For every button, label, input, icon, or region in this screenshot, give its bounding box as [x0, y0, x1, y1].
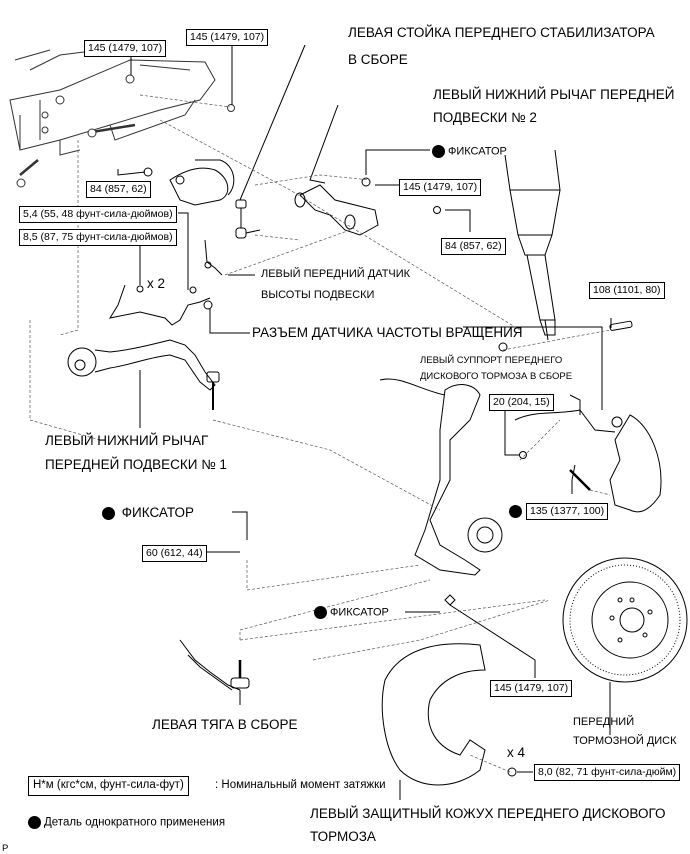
stabilizer-bar: [143, 159, 235, 206]
subframe: [9, 49, 235, 188]
height-sensor-label-line2: ВЫСОТЫ ПОДВЕСКИ: [261, 289, 375, 301]
torque-dust-cover-bolt: 8,0 (82, 71 фунт-сила-дюйм): [534, 764, 681, 781]
torque-subframe-1: 145 (1479, 107): [84, 40, 167, 57]
lower-arm-2-label-line1: ЛЕВЫЙ НИЖНИЙ РЫЧАГ ПЕРЕДНЕЙ: [433, 87, 675, 102]
torque-arm1-nut: 60 (612, 44): [142, 545, 207, 562]
torque-tie-rod-nut: 145 (1479, 107): [490, 680, 573, 697]
brake-caliper: [514, 394, 662, 513]
single-use-dot-icon: [314, 606, 327, 619]
corner-mark: P: [2, 843, 9, 854]
stabilizer-link-label-line1: ЛЕВАЯ СТОЙКА ПЕРЕДНЕГО СТАБИЛИЗАТОРА: [348, 25, 655, 40]
torque-caliper-bolt: 135 (1377, 100): [526, 503, 609, 520]
caliper-label-line2: ДИСКОВОГО ТОРМОЗА В СБОРЕ: [420, 371, 573, 382]
brake-disc-label-line2: ТОРМОЗНОЙ ДИСК: [573, 735, 677, 747]
single-use-dot-icon: [28, 816, 41, 829]
caliper-label-line1: ЛЕВЫЙ СУППОРТ ПЕРЕДНЕГО: [420, 355, 563, 366]
torque-stabilizer-nut: 84 (857, 62): [86, 181, 151, 198]
stabilizer-link-label-line2: В СБОРЕ: [348, 52, 408, 67]
single-use-dot-icon: [432, 145, 445, 158]
speed-sensor-connector-label: РАЗЪЕМ ДАТЧИКА ЧАСТОТЫ ВРАЩЕНИЯ: [252, 325, 523, 340]
leader-lines: [117, 44, 612, 800]
brake-disc-label-line1: ПЕРЕДНИЙ: [573, 716, 635, 728]
guide-lines: [29, 94, 611, 773]
quantity-x4-label: x 4: [507, 745, 526, 760]
torque-sensor-bolt-1: 5,4 (55, 48 фунт-сила-дюймов): [19, 206, 177, 223]
torque-subframe-2: 145 (1479, 107): [186, 29, 269, 46]
tie-rod-end: [179, 639, 250, 691]
lower-arm-1-label-line1: ЛЕВЫЙ НИЖНИЙ РЫЧАГ: [45, 433, 209, 448]
tie-rod-label: ЛЕВАЯ ТЯГА В СБОРЕ: [152, 717, 298, 732]
legend-single-use: Деталь однократного применения: [28, 816, 225, 829]
dust-cover: [381, 643, 517, 786]
height-sensor: [189, 239, 223, 294]
legend-torque-unit-box: Н*м (кгс*см, фунт-сила-фут): [28, 776, 189, 796]
single-use-dot-icon: [509, 505, 522, 519]
stabilizer-link: [235, 199, 261, 239]
torque-arm2-bolt: 84 (857, 62): [441, 238, 506, 255]
lower-arm-1-label-line2: ПЕРЕДНЕЙ ПОДВЕСКИ № 1: [45, 457, 227, 472]
retainer-label-low: ФИКСАТОР: [314, 606, 389, 619]
lower-arm-2-label-line2: ПОДВЕСКИ № 2: [433, 110, 537, 125]
torque-arm2-nut: 145 (1479, 107): [399, 179, 482, 196]
dust-cover-label-line1: ЛЕВЫЙ ЗАЩИТНЫЙ КОЖУХ ПЕРЕДНЕГО ДИСКОВОГО: [310, 806, 666, 821]
brake-disc: [562, 557, 688, 683]
dust-cover-label-line2: ТОРМОЗА: [310, 829, 376, 844]
retainer-label-top: ФИКСАТОР: [432, 145, 507, 158]
speed-sensor-harness: [108, 284, 213, 326]
legend-torque-desc: : Номинальный момент затяжки: [215, 779, 386, 791]
torque-sensor-bolt-2: 8,5 (87, 75 фунт-сила-дюймов): [19, 229, 177, 246]
lower-arm-1: [67, 339, 220, 410]
retainer-label-mid: ФИКСАТОР: [102, 506, 194, 520]
quantity-x2-label: x 2: [147, 276, 166, 291]
height-sensor-label-line1: ЛЕВЫЙ ПЕРЕДНИЙ ДАТЧИК: [261, 268, 411, 280]
torque-caliper-hose: 20 (204, 15): [489, 394, 554, 411]
torque-strut-bolt: 108 (1101, 80): [589, 282, 665, 299]
shock-absorber: [498, 149, 633, 352]
lower-arm-2: [294, 177, 441, 236]
single-use-dot-icon: [102, 506, 115, 520]
steering-knuckle: [379, 378, 503, 606]
